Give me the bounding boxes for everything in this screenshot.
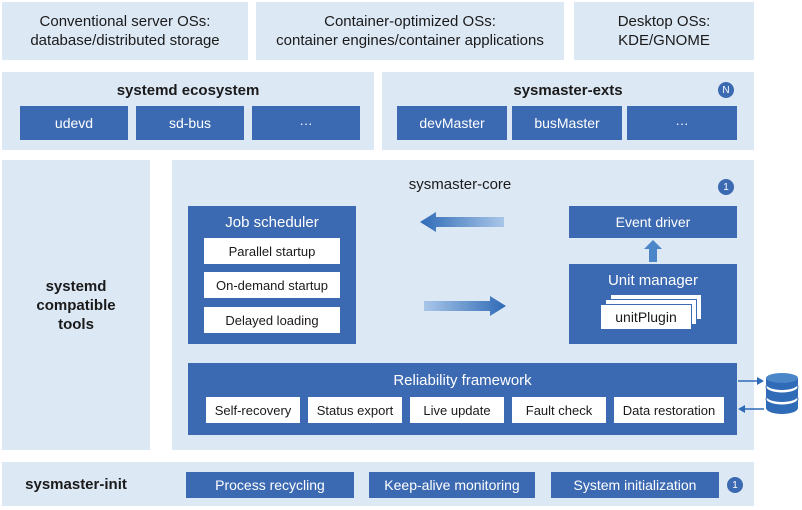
event-driver-box: Event driver <box>569 206 737 238</box>
container-optimized-line1: Container-optimized OSs: <box>324 13 496 30</box>
exts-item-more: ··· <box>627 106 737 140</box>
reliability-item-status-export: Status export <box>308 397 402 423</box>
arrow-right-to-database-icon <box>738 377 764 385</box>
job-item-delayed-loading: Delayed loading <box>204 307 340 333</box>
desktop-os-box: Desktop OSs: KDE/GNOME <box>574 2 754 60</box>
systemd-compatible-tools-box: systemd compatible tools <box>2 160 150 450</box>
arrow-up-icon <box>644 240 662 262</box>
database-icon <box>765 373 799 414</box>
desktop-os-line1: Desktop OSs: <box>617 13 711 30</box>
arrow-left-icon <box>420 212 504 232</box>
init-badge: 1 <box>727 477 743 493</box>
reliability-item-live-update: Live update <box>410 397 504 423</box>
ecosystem-item-udevd: udevd <box>20 106 128 140</box>
init-item-process-recycling: Process recycling <box>186 472 354 498</box>
compatible-tools-line1: systemd <box>45 277 107 295</box>
exts-item-devmaster: devMaster <box>397 106 507 140</box>
sysmaster-core-title: sysmaster-core <box>408 175 512 193</box>
ecosystem-item-more: ··· <box>252 106 360 140</box>
job-item-on-demand-startup: On-demand startup <box>204 272 340 298</box>
unit-plugin-box: unitPlugin <box>600 304 692 330</box>
desktop-os-line2: KDE/GNOME <box>618 32 710 49</box>
compatible-tools-line2: compatible <box>36 296 116 314</box>
job-item-parallel-startup: Parallel startup <box>204 238 340 264</box>
compatible-tools-line3: tools <box>58 315 94 333</box>
conventional-server-line1: Conventional server OSs: <box>39 13 211 30</box>
reliability-framework-title: Reliability framework <box>393 371 532 389</box>
unit-manager-title: Unit manager <box>607 271 699 289</box>
exts-item-busmaster: busMaster <box>512 106 622 140</box>
arrow-left-from-database-icon <box>738 405 764 413</box>
core-badge: 1 <box>718 179 734 195</box>
container-optimized-line2: container engines/container applications <box>276 32 544 49</box>
job-scheduler-title: Job scheduler <box>225 213 319 231</box>
exts-badge: N <box>718 82 734 98</box>
conventional-server-line2: database/distributed storage <box>30 32 220 49</box>
conventional-server-os-box: Conventional server OSs: database/distri… <box>2 2 248 60</box>
reliability-item-fault-check: Fault check <box>512 397 606 423</box>
sysmaster-exts-title: sysmaster-exts <box>513 81 623 99</box>
init-item-keep-alive-monitoring: Keep-alive monitoring <box>369 472 535 498</box>
arrow-right-icon <box>424 296 506 316</box>
ecosystem-item-sd-bus: sd-bus <box>136 106 244 140</box>
reliability-item-self-recovery: Self-recovery <box>206 397 300 423</box>
reliability-item-data-restoration: Data restoration <box>614 397 724 423</box>
systemd-ecosystem-title: systemd ecosystem <box>116 81 260 99</box>
init-item-system-initialization: System initialization <box>551 472 719 498</box>
container-optimized-os-box: Container-optimized OSs: container engin… <box>256 2 564 60</box>
sysmaster-init-title: sysmaster-init <box>25 475 127 493</box>
